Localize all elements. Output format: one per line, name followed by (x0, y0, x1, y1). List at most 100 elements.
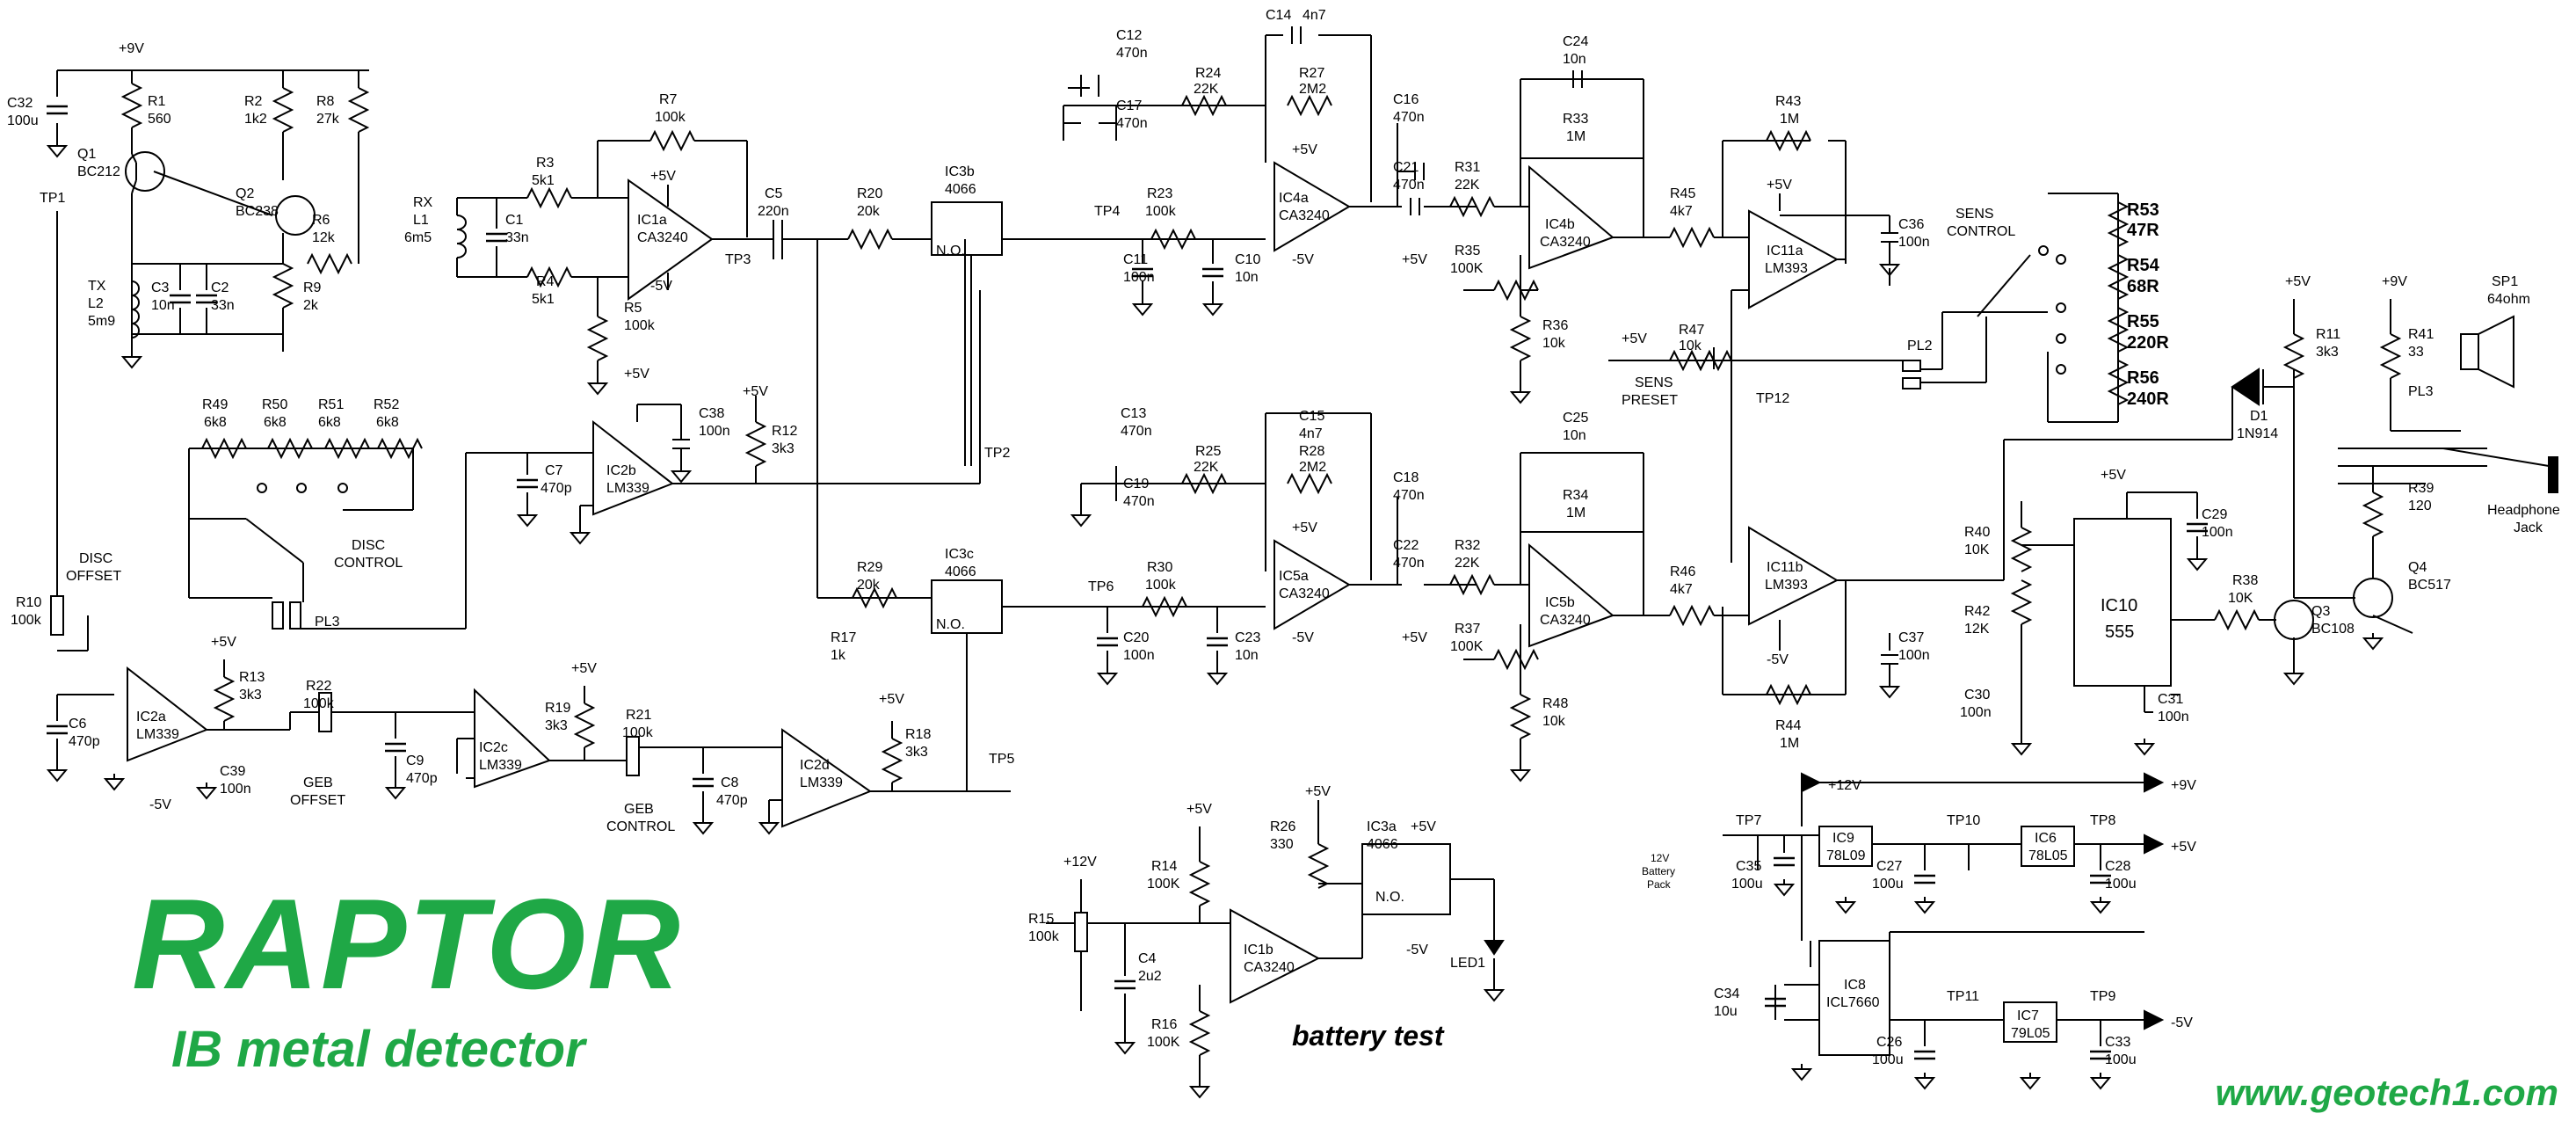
label: C6 (69, 717, 87, 732)
label: OFFSET (290, 793, 345, 808)
label: +12V (1828, 778, 1861, 793)
label: N.O. (936, 244, 965, 258)
label: IC2d (800, 758, 830, 773)
label: -5V (2171, 1015, 2193, 1030)
label: 10u (1714, 1004, 1738, 1019)
label: R41 (2408, 327, 2434, 342)
label: 100n (1898, 648, 1930, 663)
label: C34 (1714, 986, 1739, 1001)
label: C21 (1393, 160, 1419, 175)
label: CA3240 (637, 230, 688, 245)
label: R50 (262, 397, 287, 412)
label: C39 (220, 764, 245, 779)
label: 1N914 (2237, 426, 2278, 441)
label: +5V (743, 384, 768, 399)
label: 78L09 (1826, 848, 1866, 863)
label: C24 (1563, 34, 1588, 49)
label: IC2c (479, 740, 508, 755)
label: DISC (79, 551, 112, 566)
label: GEB (303, 775, 333, 790)
label: 1M (1566, 129, 1586, 144)
label: 4066 (1367, 837, 1398, 852)
label: 100K (1450, 639, 1484, 654)
label: C16 (1393, 92, 1419, 107)
label: 555 (2105, 622, 2134, 642)
label: R29 (857, 560, 882, 575)
label: R3 (536, 156, 555, 171)
label: +5V (571, 661, 597, 676)
label: PRESET (1622, 393, 1678, 408)
label: 1M (1780, 112, 1799, 127)
label: 6k8 (376, 415, 399, 430)
website-link[interactable]: www.geotech1.com (2215, 1072, 2558, 1113)
label: R28 (1299, 444, 1324, 459)
label: 22K (1194, 82, 1219, 97)
label: Battery (1642, 865, 1675, 877)
label: C10 (1235, 252, 1260, 267)
label: 470n (1116, 46, 1148, 61)
label: BC212 (77, 164, 120, 179)
label: R32 (1455, 538, 1480, 553)
label: TP5 (989, 752, 1014, 767)
label: N.O. (1375, 890, 1404, 905)
label: R7 (659, 92, 678, 107)
label: 1M (1780, 736, 1799, 751)
label: C8 (721, 775, 739, 790)
label: LM393 (1765, 578, 1808, 593)
label: +5V (1411, 819, 1436, 834)
label: LM339 (136, 727, 179, 742)
label: 100k (1145, 578, 1177, 593)
label: 100n (699, 424, 730, 439)
label: +5V (1402, 252, 1427, 267)
label: R33 (1563, 112, 1588, 127)
label: Q1 (77, 147, 96, 162)
label: 22K (1455, 178, 1480, 193)
label: IC4a (1279, 191, 1309, 206)
label: 10n (1235, 648, 1259, 663)
label: 100k (303, 696, 335, 711)
label: +5V (650, 169, 676, 184)
label: 470n (1393, 178, 1425, 193)
label: C37 (1898, 630, 1924, 645)
label: 100u (1872, 1052, 1904, 1067)
upper-channel-filter (1063, 26, 1749, 387)
label: R8 (316, 94, 335, 109)
label: 2k (303, 298, 319, 313)
label: 240R (2127, 389, 2169, 409)
label: C22 (1393, 538, 1419, 553)
label: 2M2 (1299, 82, 1326, 97)
label: 10k (1679, 338, 1702, 353)
label: 100k (11, 613, 42, 628)
label: 4066 (945, 182, 976, 197)
label: GEB (624, 802, 654, 817)
label: 470p (716, 793, 748, 808)
label: 100n (220, 782, 251, 797)
label: 12V (1651, 852, 1669, 864)
label: 3k3 (905, 745, 928, 760)
label: 100n (2202, 525, 2233, 540)
label: +5V (2101, 468, 2126, 483)
label: CONTROL (334, 556, 403, 571)
label: +5V (1622, 331, 1647, 346)
label: 120 (2408, 499, 2432, 513)
label: -5V (1767, 652, 1789, 667)
label: RX (413, 195, 433, 210)
label: N.O. (936, 617, 965, 632)
label: 6k8 (264, 415, 287, 430)
label: 6k8 (204, 415, 227, 430)
label: C33 (2105, 1035, 2130, 1050)
label: C19 (1123, 477, 1149, 491)
label: Pack (1647, 878, 1672, 891)
label: -5V (149, 797, 171, 812)
label: R4 (536, 274, 555, 289)
label: IC7 (2017, 1008, 2039, 1023)
schematic-subtitle: IB metal detector (171, 1021, 585, 1078)
label: 100K (1147, 877, 1180, 892)
label: +5V (2171, 840, 2196, 855)
sensitivity-control (1635, 193, 2130, 423)
label: C3 (151, 280, 170, 295)
label: 2M2 (1299, 460, 1326, 475)
discrimination-section (188, 290, 981, 630)
label: R11 (2316, 327, 2340, 342)
label: R21 (626, 708, 651, 723)
